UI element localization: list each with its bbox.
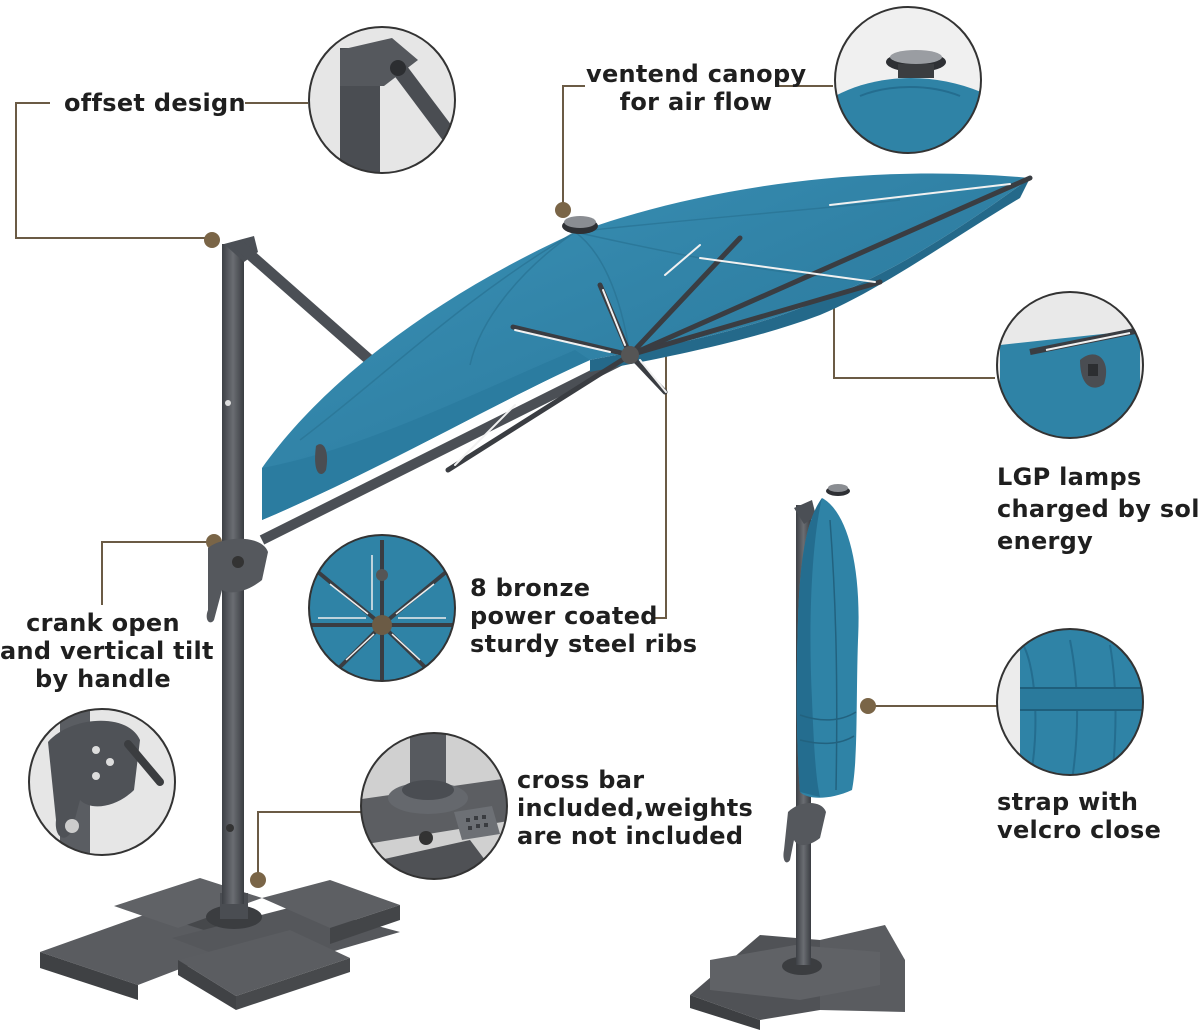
ribs-label-line1: 8 bronze — [470, 574, 591, 602]
cross-leader — [257, 811, 362, 880]
detail-offset-circle — [308, 26, 456, 174]
detail-crossbar-circle — [360, 732, 508, 880]
crank-label-line1: crank open — [26, 609, 180, 637]
ribs-label: 8 bronze power coated sturdy steel ribs — [470, 574, 697, 658]
detail-crank-circle — [28, 708, 176, 856]
closed-umbrella — [690, 484, 905, 1030]
detail-ribs-circle — [308, 534, 456, 682]
lgp-leader — [833, 292, 995, 379]
ribs-leader — [652, 337, 667, 619]
cross-label-line1: cross bar — [517, 766, 645, 794]
strap-label-line1: strap with — [997, 788, 1139, 816]
strap-label-line2: velcro close — [997, 816, 1162, 844]
vent-leader — [562, 85, 585, 210]
ribs-label-line3: sturdy steel ribs — [470, 630, 698, 658]
vent-label-line1: ventend canopy — [586, 60, 807, 88]
cross-label-line2: included,weights — [517, 794, 754, 822]
main-base — [40, 878, 400, 1010]
crank-label-line3: by handle — [35, 665, 171, 693]
offset-design-label: offset design — [64, 89, 246, 117]
crank-leader — [101, 541, 214, 605]
vent-label-line2: for air flow — [619, 88, 773, 116]
lgp-label-line1: LGP lamps — [997, 463, 1142, 491]
ribs-label-line2: power coated — [470, 602, 658, 630]
strap-label: strap with velcro close — [997, 788, 1161, 844]
lgp-label-line3: energy — [997, 527, 1094, 555]
detail-vent-circle — [834, 6, 982, 154]
lgp-label-line2: charged by solar — [997, 495, 1200, 523]
lgp-lamps-label: LGP lamps charged by solar energy — [997, 461, 1200, 557]
offset-label-text: offset design — [64, 89, 246, 117]
vent-canopy-label: ventend canopy for air flow — [586, 60, 806, 116]
crank-label: crank open and vertical tilt by handle — [0, 609, 214, 693]
main-frame — [206, 236, 633, 904]
main-canopy — [262, 173, 1033, 521]
leader-lines — [15, 85, 998, 880]
crossbar-label: cross bar included,weights are not inclu… — [517, 766, 753, 850]
crank-label-line2: and vertical tilt — [0, 637, 214, 665]
detail-lgp-circle — [996, 291, 1144, 439]
detail-strap-circle — [996, 628, 1144, 776]
offset-leader — [15, 102, 212, 239]
cross-label-line3: are not included — [517, 822, 744, 850]
